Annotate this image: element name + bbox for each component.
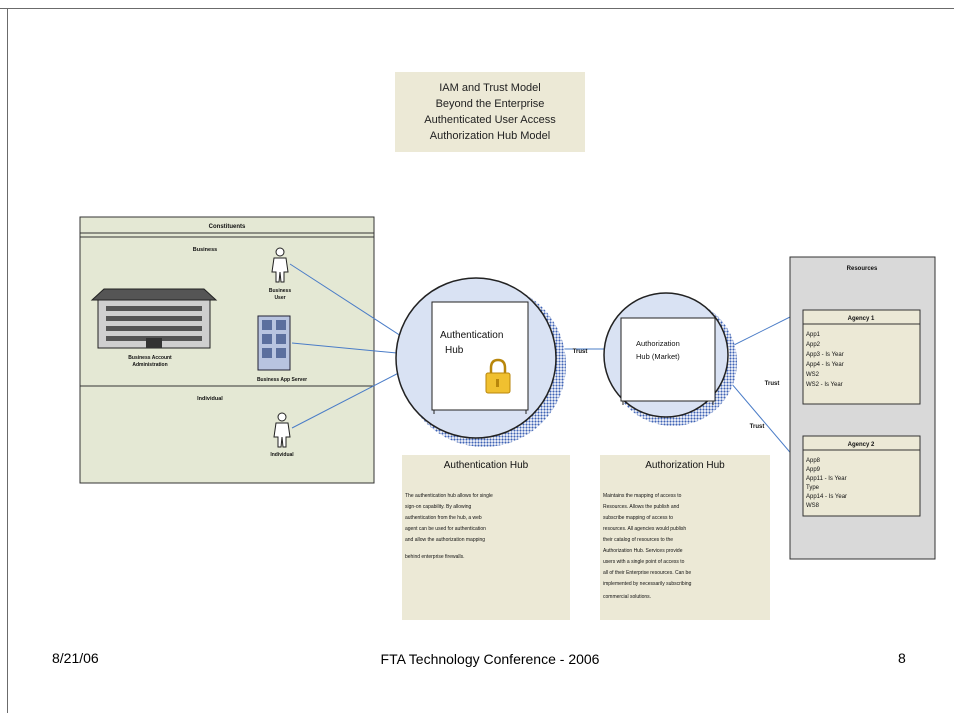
authorization-hub-label-line1: Authorization [636, 339, 680, 348]
trust-label-agency2: Trust [750, 424, 765, 430]
business-section-label: Business [193, 247, 217, 253]
authentication-caption-title: Authentication Hub [444, 460, 529, 471]
authentication-hub-label-line1: Authentication [440, 330, 503, 341]
authorization-hub-label-line2: Hub (Market) [636, 352, 680, 361]
agency-2-item: App14 - Is Year [806, 494, 847, 500]
business-user-label-line1: Business [269, 288, 291, 294]
individual-user-label: Individual [270, 452, 294, 458]
business-app-server-label: Business App Server [257, 377, 307, 383]
title-line-3: Authenticated User Access [424, 114, 556, 126]
slide-top-border [0, 8, 954, 9]
footer-page-number: 8 [898, 650, 906, 666]
constituents-title: Constituents [209, 224, 246, 230]
title-box: IAM and Trust Model Beyond the Enterpris… [395, 72, 585, 152]
authorization-caption-title: Authorization Hub [645, 460, 725, 471]
agency-1-item: WS2 [806, 372, 820, 378]
agency-2-item: WS8 [806, 503, 820, 509]
authentication-hub: Authentication Hub [395, 277, 566, 447]
trust-label-agency1: Trust [765, 381, 780, 387]
agency-1-item: App4 - Is Year [806, 362, 844, 368]
agency-1-item: App3 - Is Year [806, 352, 844, 358]
slide-left-border [7, 8, 8, 713]
agency-1-item: App1 [806, 332, 821, 338]
agency-2-box: Agency 2 App8 App9 App11 - Is Year Type … [802, 435, 921, 517]
trust-label-hubs: Trust [573, 349, 588, 355]
agency-2-name: Agency 2 [848, 442, 875, 448]
authorization-hub: Authorization Hub (Market) [603, 292, 737, 426]
constituents-panel: Constituents Business Individual [79, 216, 375, 484]
lock-icon [485, 358, 511, 394]
business-account-label-line1: Business Account [128, 355, 172, 361]
business-account-label-line2: Administration [132, 362, 167, 368]
footer-conference: FTA Technology Conference - 2006 [380, 651, 600, 667]
agency-2-item: Type [806, 485, 820, 491]
authorization-caption-text: Maintains the mapping of access to Resou… [603, 493, 693, 600]
agency-1-item: App2 [806, 342, 821, 348]
agency-2-item: App9 [806, 467, 821, 473]
business-user-label-line2: User [274, 295, 285, 301]
agency-1-name: Agency 1 [848, 316, 875, 322]
agency-1-box: Agency 1 App1 App2 App3 - Is Year App4 -… [802, 309, 921, 405]
agency-1-item: WS2 - Is Year [806, 382, 843, 388]
authentication-caption-text: The authentication hub allows for single… [405, 493, 494, 560]
title-line-2: Beyond the Enterprise [436, 98, 545, 110]
business-user-person-icon [271, 247, 289, 283]
authorization-caption: Authorization Hub Maintains the mapping … [600, 455, 770, 620]
title-line-4: Authorization Hub Model [430, 130, 550, 142]
building-icon [90, 288, 218, 349]
agency-2-item: App8 [806, 458, 821, 464]
resources-panel: Resources Agency 1 App1 App2 App3 - Is Y… [789, 256, 936, 560]
agency-2-item: App11 - Is Year [806, 476, 847, 482]
authentication-caption: Authentication Hub The authentication hu… [402, 455, 570, 620]
server-icon [257, 315, 291, 371]
individual-person-icon [273, 412, 291, 448]
resources-title: Resources [847, 266, 878, 272]
authentication-hub-label-line2: Hub [445, 345, 464, 356]
individual-section-label: Individual [197, 396, 223, 402]
title-line-1: IAM and Trust Model [439, 82, 541, 94]
footer-date: 8/21/06 [52, 650, 99, 666]
